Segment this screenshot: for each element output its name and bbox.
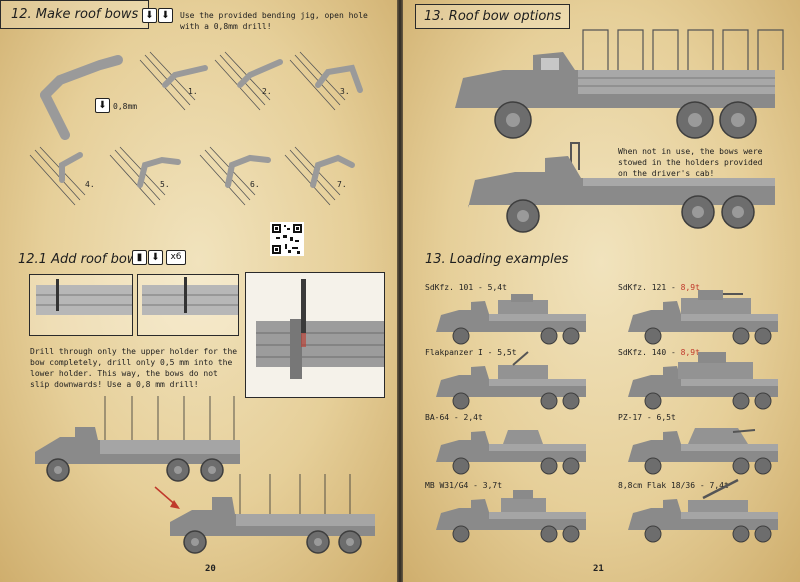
step-6-label: 6.	[250, 180, 260, 189]
left-page: 12. Make roof bows ⬇ ⬇ Use the provided …	[0, 0, 397, 582]
truck-with-bows-illustration	[35, 396, 375, 554]
loaded-truck-6	[627, 428, 779, 475]
book-gutter	[397, 0, 403, 582]
page-number-left: 20	[205, 564, 216, 574]
qr-code	[270, 222, 304, 256]
glue-icon: ▮	[132, 250, 147, 265]
truck-bows-stowed	[468, 142, 775, 233]
loaded-truck-7	[435, 490, 587, 543]
example-label-8: 8,8cm Flak 18/36 - 7,4t	[618, 481, 729, 490]
section-12-title: 12. Make roof bows	[0, 0, 150, 29]
step-5-label: 5.	[160, 180, 170, 189]
drill-small-icon: ⬇	[148, 250, 163, 265]
jig-detail	[40, 55, 123, 140]
loaded-truck-4	[627, 352, 779, 410]
loaded-truck-3	[435, 351, 587, 410]
truck-bows-mounted	[455, 29, 784, 139]
example-label-7: MB W31/G4 - 3,7t	[425, 481, 503, 490]
truck-1	[35, 396, 240, 482]
example-label-6: PZ-17 - 6,5t	[618, 413, 676, 422]
loaded-truck-1	[435, 294, 587, 345]
step-7-label: 7.	[337, 180, 347, 189]
section-12-instruction: Use the provided bending jig, open hole …	[180, 11, 368, 31]
drill-size-label: 0,8mm	[113, 102, 138, 111]
bow-bending-steps-illustration	[29, 51, 363, 206]
section-13-note: When not in use, the bows were stowed in…	[618, 147, 763, 178]
holder-detail-1	[29, 274, 133, 336]
step-2-label: 2.	[262, 87, 272, 96]
section-12-1-instruction: Drill through only the upper holder for …	[30, 347, 238, 389]
example-label-5: BA-64 - 2,4t	[425, 413, 483, 422]
loading-examples-illustrations	[435, 290, 779, 543]
right-page: 13. Roof bow options	[403, 0, 800, 582]
drill-icon: ⬇	[158, 8, 173, 23]
step-4-label: 4.	[85, 180, 95, 189]
section-12-1-title: 12.1 Add roof bows	[18, 252, 145, 267]
example-label-4: SdKfz. 140 - 8,9t	[618, 348, 700, 357]
drill-detail-icon: ⬇	[95, 98, 110, 113]
step-1-label: 1.	[188, 87, 198, 96]
section-13-title: 13. Roof bow options	[415, 4, 571, 29]
loading-examples-title: 13. Loading examples	[425, 252, 569, 267]
drill-down-icon: ⬇	[142, 8, 157, 23]
loaded-truck-2	[627, 290, 779, 345]
page-number-right: 21	[593, 564, 604, 574]
holder-closeup	[245, 272, 385, 398]
quantity-badge: x6	[166, 250, 186, 265]
example-label-2: SdKfz. 121 - 8,9t	[618, 283, 700, 292]
holder-detail-2	[137, 274, 239, 336]
example-label-1: SdKfz. 101 - 5,4t	[425, 283, 507, 292]
truck-2	[170, 474, 375, 554]
example-label-3: Flakpanzer I - 5,5t	[425, 348, 517, 357]
loaded-truck-5	[435, 430, 587, 475]
step-3-label: 3.	[340, 87, 350, 96]
loaded-truck-8	[627, 478, 779, 543]
roof-bow-options-illustration	[455, 29, 784, 233]
